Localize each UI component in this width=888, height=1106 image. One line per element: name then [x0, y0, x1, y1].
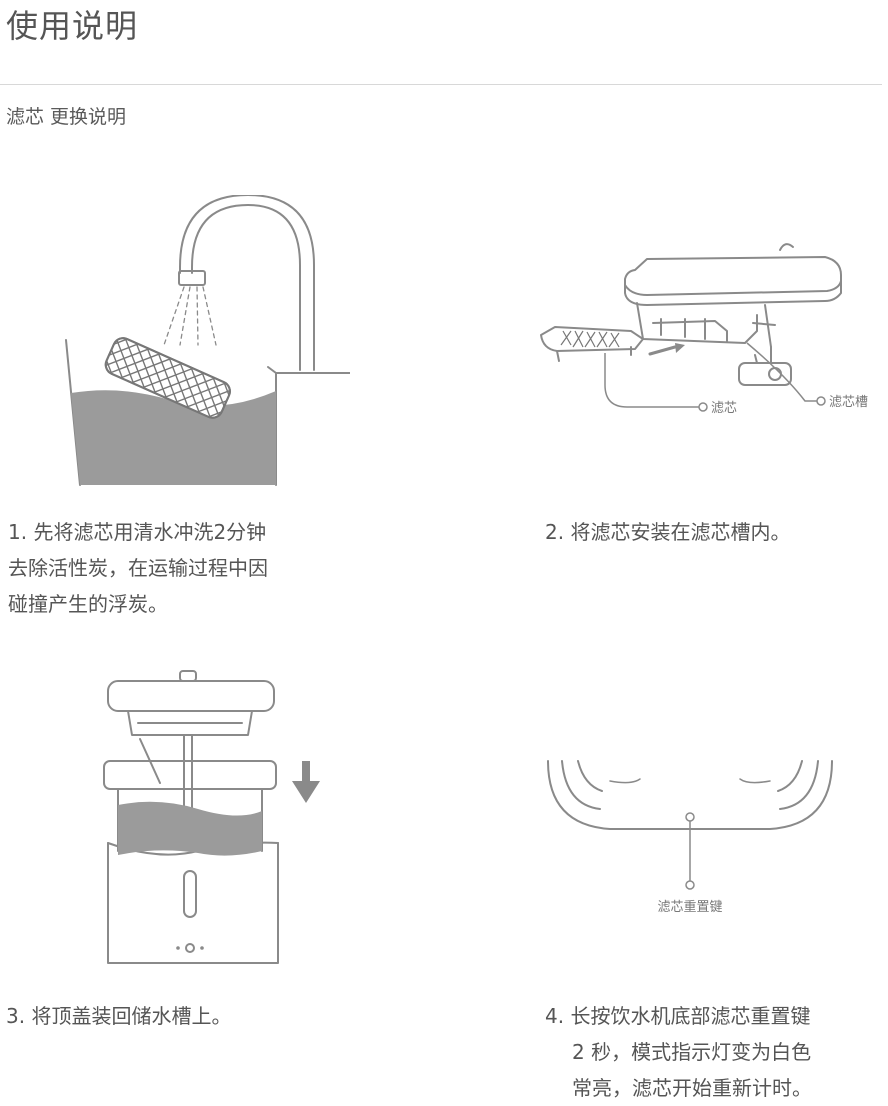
step-2-caption: 2. 将滤芯安装在滤芯槽内。	[545, 514, 790, 550]
filter-slot-callout-label: 滤芯槽	[829, 395, 868, 410]
reassemble-illustration	[103, 670, 320, 964]
filter-tray	[540, 326, 644, 352]
reset-callout-dot	[685, 880, 695, 890]
install-illustration: 滤芯 滤芯槽	[540, 243, 868, 416]
divider	[0, 84, 882, 85]
filter-callout-line	[604, 353, 699, 408]
step-1-line-2: 去除活性炭，在运输过程中因	[8, 556, 268, 580]
rinse-illustration	[65, 195, 350, 486]
reset-key-illustration: 滤芯重置键	[547, 760, 833, 915]
slot-callout-line	[746, 342, 817, 402]
step-4-line-3: 常亮，滤芯开始重新计时。	[572, 1076, 812, 1100]
lid-top	[624, 256, 842, 306]
filter-callout-label: 滤芯	[711, 401, 737, 416]
step-3-line-1: 3. 将顶盖装回储水槽上。	[6, 1004, 232, 1028]
faucet-spout	[191, 204, 301, 371]
tank-water	[118, 801, 262, 856]
lid	[107, 680, 275, 712]
step-1-caption: 1. 先将滤芯用清水冲洗2分钟 去除活性炭，在运输过程中因 碰撞产生的浮炭。	[8, 514, 268, 622]
reset-key-button	[685, 812, 695, 822]
faucet-head	[178, 270, 206, 286]
reset-key-callout-label: 滤芯重置键	[657, 899, 722, 915]
mode-indicator-icon	[185, 943, 195, 953]
step-4-line-2: 2 秒，模式指示灯变为白色	[572, 1040, 812, 1064]
step-1-line-1: 1. 先将滤芯用清水冲洗2分钟	[8, 520, 267, 544]
water-window	[183, 870, 197, 918]
step-4-caption: 4. 长按饮水机底部滤芯重置键 2 秒，模式指示灯变为白色 常亮，滤芯开始重新计…	[545, 998, 812, 1106]
filter-callout-dot	[698, 402, 708, 412]
step-4-line-1: 4. 长按饮水机底部滤芯重置键	[545, 1004, 811, 1028]
slot-callout-dot	[816, 396, 826, 406]
section-subtitle: 滤芯 更换说明	[6, 106, 127, 128]
down-arrow-icon	[302, 761, 310, 783]
step-1-line-3: 碰撞产生的浮炭。	[8, 592, 168, 616]
filter-in-water	[102, 335, 234, 421]
pump	[738, 362, 792, 386]
page-title: 使用说明	[6, 7, 139, 45]
basin-water	[71, 390, 276, 485]
step-3-caption: 3. 将顶盖装回储水槽上。	[6, 998, 231, 1034]
insert-arrow-icon	[675, 343, 685, 353]
step-2-line-1: 2. 将滤芯安装在滤芯槽内。	[545, 520, 791, 544]
lid-knob	[179, 670, 197, 682]
lid-knob	[779, 243, 794, 251]
